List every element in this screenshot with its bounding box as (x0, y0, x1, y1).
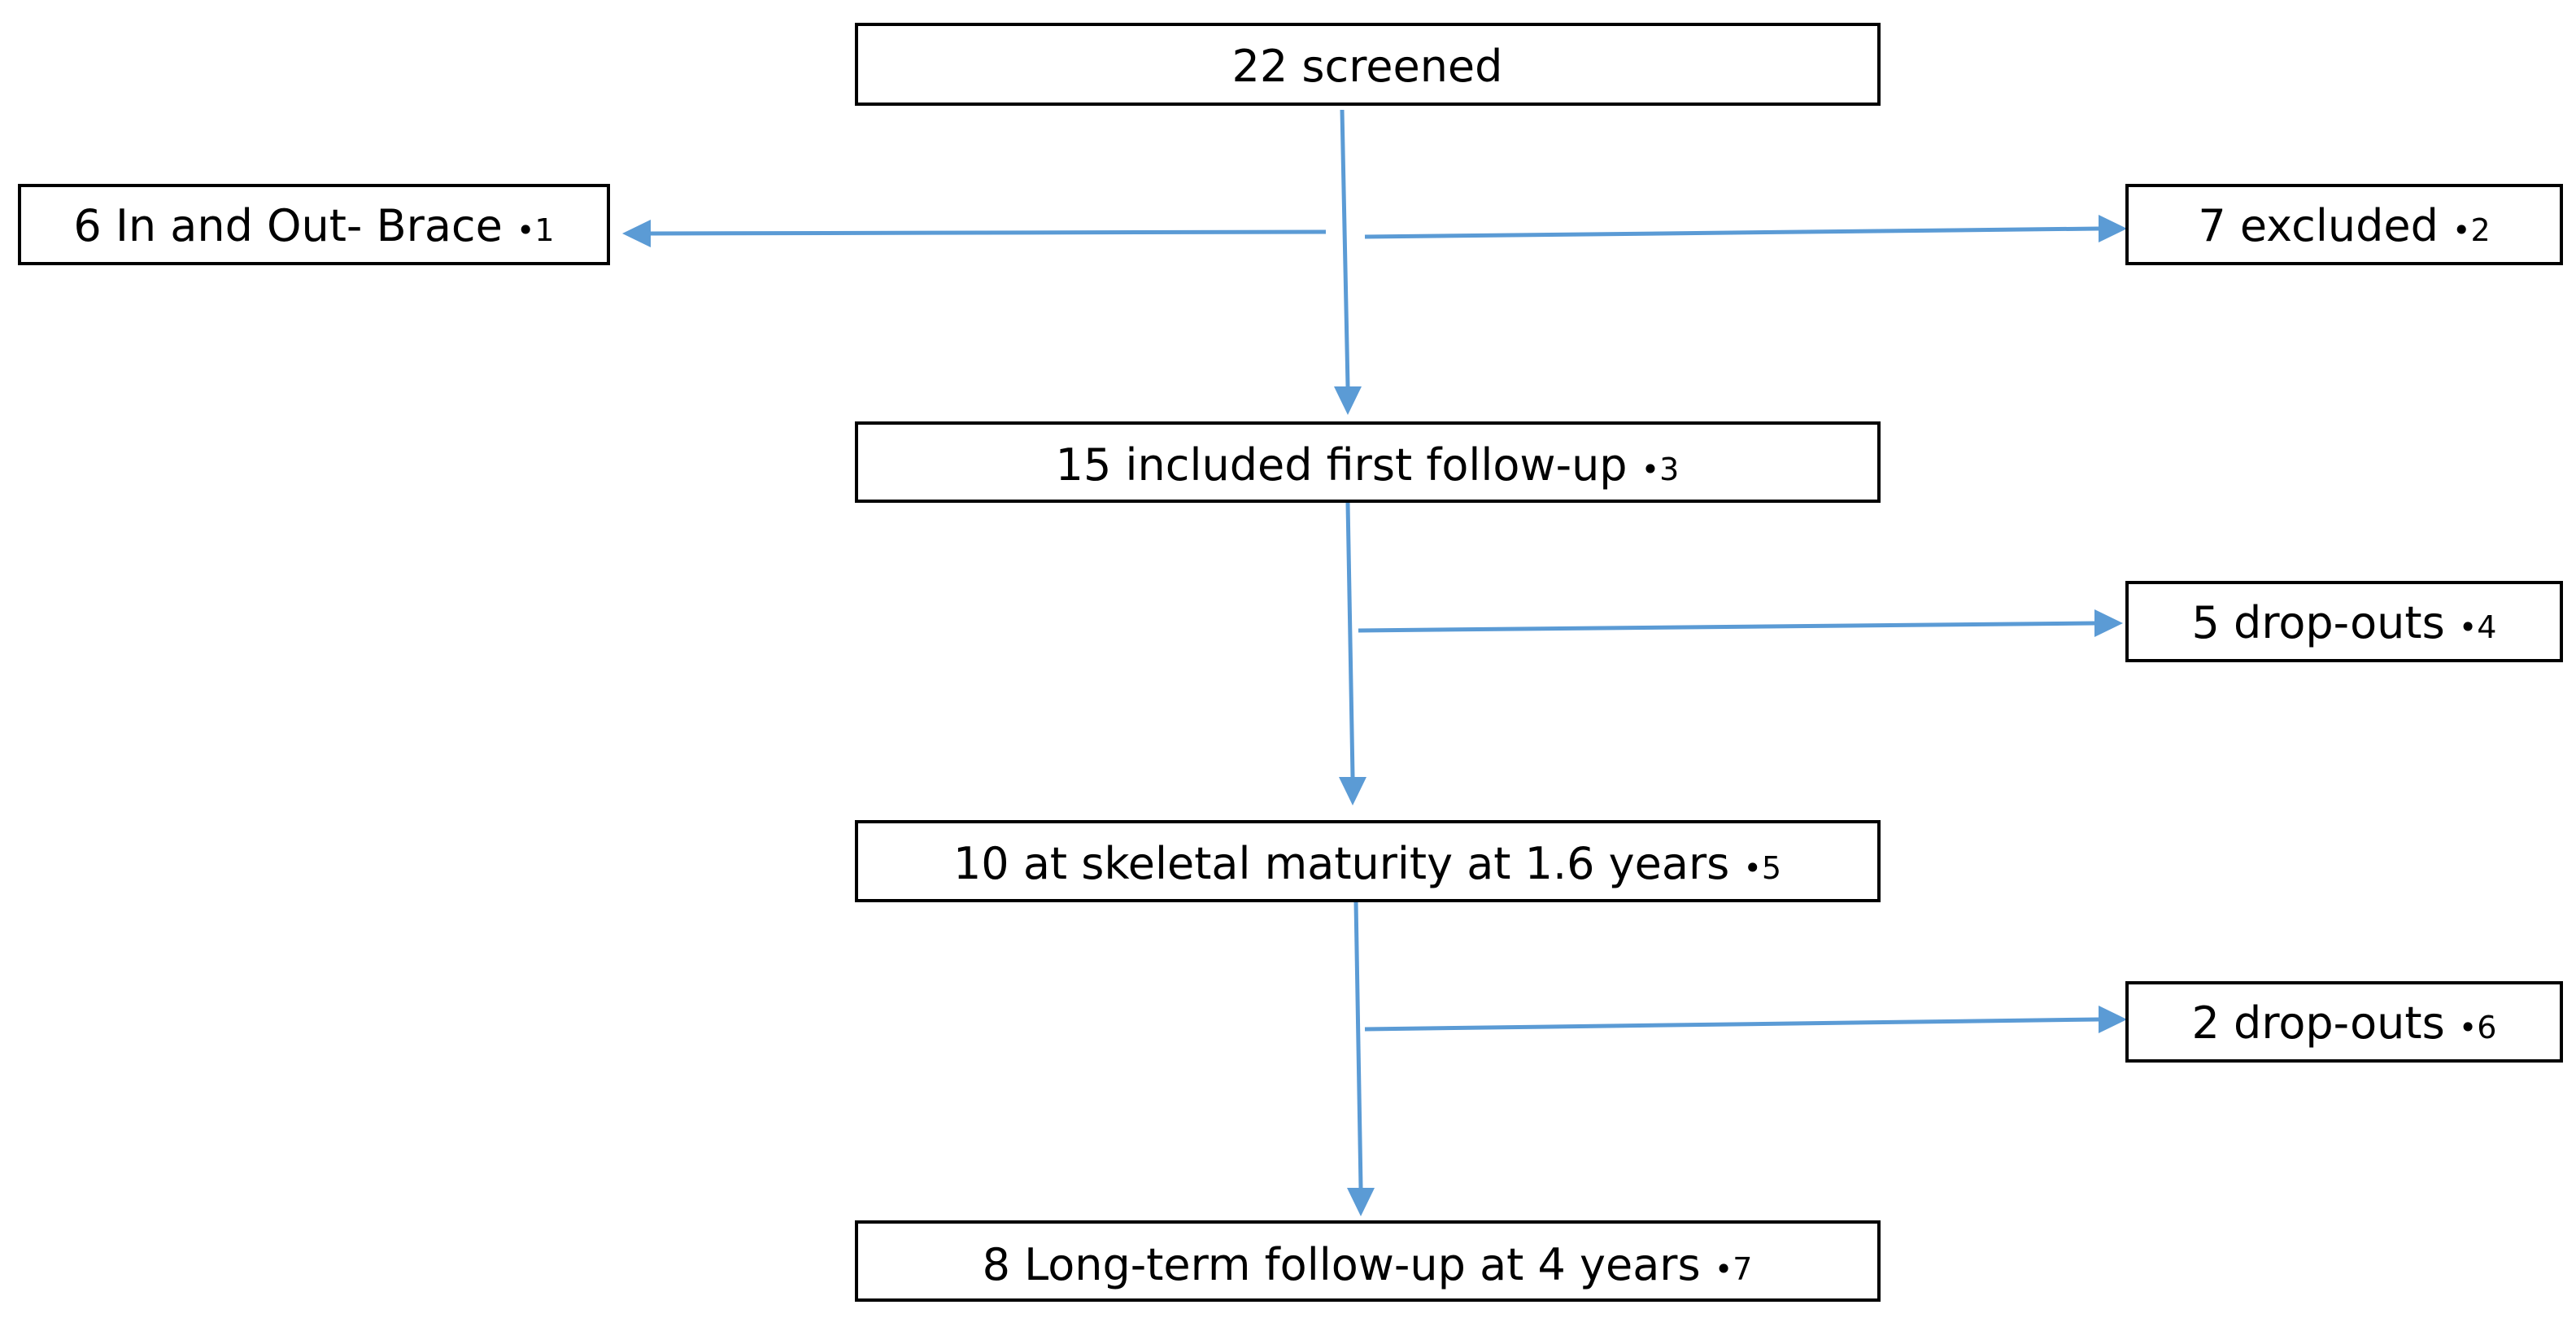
arrow-to-dropouts-1 (1358, 621, 2095, 633)
footnote-4: •4 (2459, 609, 2497, 645)
box-included-label: 15 included first follow-up •3 (1056, 439, 1680, 491)
footnote-2: •2 (2452, 212, 2491, 248)
box-maturity: 10 at skeletal maturity at 1.6 years •5 (855, 820, 1881, 902)
arrow-head-dropouts-1 (2094, 609, 2123, 637)
box-long-term: 8 Long-term follow-up at 4 years •7 (855, 1220, 1881, 1302)
connectors (622, 109, 2127, 1216)
footnote-5: •5 (1743, 850, 1781, 886)
box-dropouts-1: 5 drop-outs •4 (2125, 581, 2563, 662)
box-dropouts-2: 2 drop-outs •6 (2125, 981, 2563, 1063)
box-included: 15 included first follow-up •3 (855, 421, 1881, 503)
box-screened: 22 screened (855, 23, 1881, 106)
arrow-to-excluded (1364, 226, 2099, 239)
arrow-included-to-maturity (1345, 502, 1355, 778)
box-maturity-label: 10 at skeletal maturity at 1.6 years •5 (953, 838, 1781, 889)
box-screened-label: 22 screened (1232, 41, 1503, 92)
footnote-6: •6 (2459, 1010, 2497, 1045)
arrow-head-long-term (1347, 1188, 1375, 1216)
box-excluded: 7 excluded •2 (2125, 184, 2563, 265)
arrow-head-dropouts-2 (2099, 1006, 2127, 1033)
arrow-screened-to-included (1340, 109, 1350, 387)
footnote-7: •7 (1715, 1251, 1753, 1287)
arrow-maturity-to-long-term (1353, 901, 1363, 1189)
arrow-head-brace (622, 220, 651, 247)
arrow-head-maturity (1339, 777, 1366, 805)
box-dropouts-2-label: 2 drop-outs •6 (2192, 997, 2497, 1049)
box-brace-label: 6 In and Out- Brace •1 (73, 200, 554, 251)
arrow-to-dropouts-2 (1364, 1017, 2099, 1032)
footnote-3: •3 (1641, 452, 1680, 487)
footnote-1: •1 (517, 212, 555, 248)
arrow-head-included (1334, 386, 1362, 415)
box-dropouts-1-label: 5 drop-outs •4 (2192, 597, 2497, 648)
arrow-head-excluded (2099, 215, 2127, 242)
arrow-to-brace (650, 229, 1327, 236)
box-long-term-label: 8 Long-term follow-up at 4 years •7 (983, 1239, 1753, 1290)
box-brace: 6 In and Out- Brace •1 (18, 184, 610, 265)
box-excluded-label: 7 excluded •2 (2198, 200, 2490, 251)
